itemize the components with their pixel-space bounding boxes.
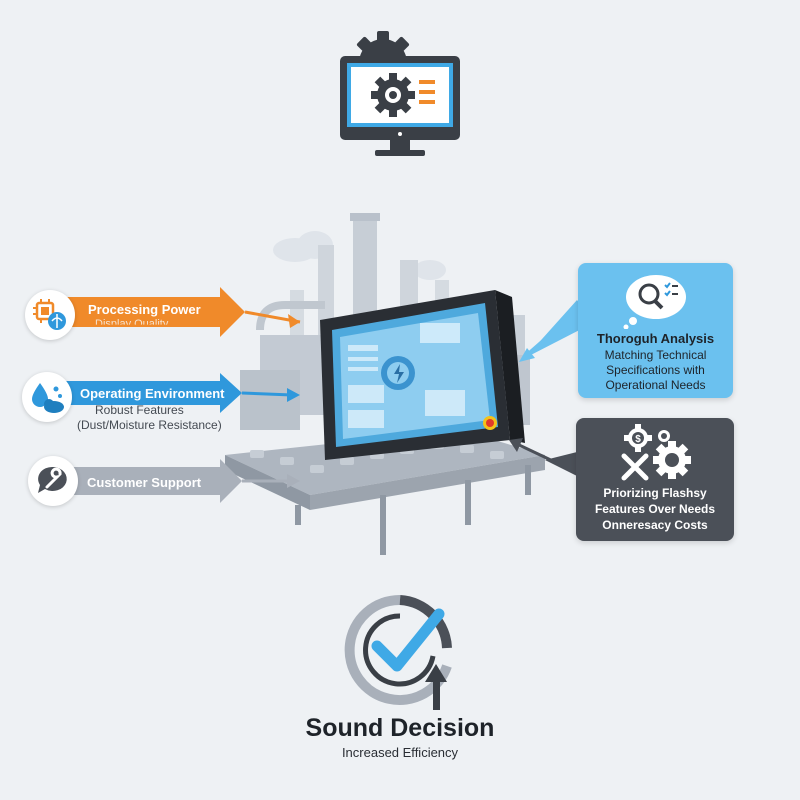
monitor-gear-icon: [335, 28, 465, 163]
processing-sub-label: Display Quality: [95, 318, 169, 330]
magnifier-checklist-icon: [623, 275, 686, 329]
outcome-subtitle: Increased Efficiency: [341, 745, 459, 760]
environment-arrow: [60, 373, 310, 423]
pitfall-pointer: [505, 430, 585, 490]
wrench-chat-icon: [38, 466, 67, 493]
factory-illustration: [220, 205, 550, 560]
analysis-pointer: [515, 300, 595, 370]
analysis-line-2: Specifications with: [606, 363, 705, 377]
processing-icon-circle: [25, 290, 75, 340]
analysis-card: Thoroguh Analysis Matching Technical Spe…: [578, 263, 733, 398]
analysis-line-3: Operational Needs: [605, 378, 706, 392]
environment-icon-circle: [22, 372, 72, 422]
environment-sub-label-1: Robust Features: [95, 403, 184, 417]
support-arrow: [60, 457, 310, 507]
support-icon-circle: [28, 456, 78, 506]
chip-brain-icon: [33, 299, 66, 330]
pitfall-line-1: Priorizing Flashsy: [603, 486, 707, 500]
water-cloud-icon: [32, 383, 64, 413]
pitfall-line-2: Features Over Needs: [594, 502, 716, 516]
environment-sub-label-2: (Dust/Moisture Resistance): [77, 418, 222, 432]
svg-text:$: $: [635, 434, 641, 445]
dollar-gear-cross-icon: $: [621, 424, 691, 481]
processing-label: Processing Power: [88, 302, 201, 317]
checkmark-arrow-icon: [335, 588, 465, 713]
analysis-line-1: Matching Technical: [604, 348, 707, 362]
pitfall-line-3: Onneresacy Costs: [602, 518, 708, 532]
environment-label: Operating Environment: [80, 386, 225, 401]
pitfall-card: $ Priorizing Flashsy Features Over Needs…: [576, 418, 734, 541]
support-label: Customer Support: [87, 475, 202, 490]
outcome-title: Sound Decision: [305, 714, 495, 742]
processing-arrow: [60, 287, 310, 337]
analysis-title: Thoroguh Analysis: [596, 331, 715, 346]
